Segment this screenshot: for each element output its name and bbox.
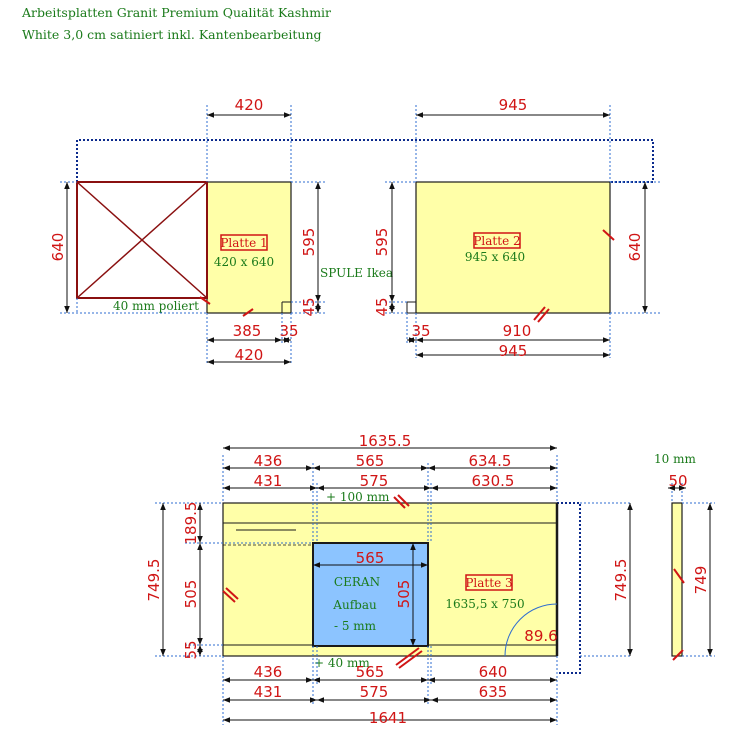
- p3-dim-bot-r1-b: 565: [356, 663, 385, 681]
- p3-dim-left-c: 55: [182, 640, 200, 659]
- platte-1-size: 420 x 640: [214, 255, 274, 269]
- p1-dim-left: 640: [49, 233, 67, 262]
- platte-3-size: 1635,5 x 750: [445, 597, 524, 611]
- cabinet-box: [76, 181, 208, 299]
- p3-dim-left-total: 749.5: [145, 559, 163, 602]
- p2-dim-bottom-b: 910: [503, 322, 532, 340]
- platte-1-title: Platte 1: [220, 236, 267, 250]
- p3-dim-top-r1-a: 436: [254, 452, 283, 470]
- p3-dim-top-r1-b: 565: [356, 452, 385, 470]
- p1-dim-right-lower: 45: [300, 297, 318, 316]
- platte-3-title-box: [465, 574, 513, 591]
- p3-dim-left-a: 189.5: [182, 502, 200, 545]
- platte-2-title-box: [473, 232, 521, 249]
- p2-dim-left-lower: 45: [373, 297, 391, 316]
- platte-3-title: Platte 3: [465, 576, 512, 590]
- p3-dim-bot-r2-c: 635: [479, 683, 508, 701]
- platte-2-title: Platte 2: [473, 234, 520, 248]
- p2-dim-bottom-a: 35: [411, 322, 430, 340]
- p3-dim-bot-r1-c: 640: [479, 663, 508, 681]
- p1-dim-bottom-a: 385: [233, 322, 262, 340]
- ceran-width: 565: [356, 549, 385, 567]
- platte-1-edge-note: 40 mm poliert: [113, 299, 199, 313]
- p2-dim-left-upper: 595: [373, 228, 391, 257]
- ceran-height: 505: [395, 580, 413, 609]
- p3-dim-bot-r1-a: 436: [254, 663, 283, 681]
- p3-dim-top-r2-a: 431: [254, 472, 283, 490]
- p3-dim-bot-r2-b: 575: [360, 683, 389, 701]
- edge-detail-label: 10 mm: [654, 452, 696, 466]
- p3-dim-top-r1-c: 634.5: [469, 452, 512, 470]
- ceran-label-1: CERAN: [334, 575, 380, 589]
- platte-1-group: Platte 1 420 x 640 40 mm poliert: [49, 96, 325, 365]
- platte-1-title-box: [220, 234, 268, 251]
- p3-dim-bottom-total: 1641: [369, 709, 407, 727]
- p1-dim-top: 420: [235, 96, 264, 114]
- p3-dim-top-r2-c: 630.5: [472, 472, 515, 490]
- drawing-title-line-1: Arbeitsplatten Granit Premium Qualität K…: [22, 5, 332, 20]
- edge-detail-group: 10 mm 50 749: [654, 452, 715, 661]
- p1-dim-right-upper: 595: [300, 228, 318, 257]
- p3-dim-bot-r2-a: 431: [254, 683, 283, 701]
- p1-dim-bottom-total: 420: [235, 346, 264, 364]
- drawing-title-line-2: White 3,0 cm satiniert inkl. Kantenbearb…: [22, 27, 322, 42]
- p3-dim-right: 749.5: [612, 559, 630, 602]
- wall-outline-right: [557, 502, 581, 674]
- p3-dim-top-r2-b: 575: [360, 472, 389, 490]
- edge-dim-height: 749: [692, 566, 710, 595]
- p2-dim-right: 640: [626, 233, 644, 262]
- platte-2-size: 945 x 640: [465, 250, 525, 264]
- platte-3-group: CERAN Aufbau - 5 mm 565 505 Platte 3 163…: [145, 432, 633, 727]
- p2-dim-top: 945: [499, 96, 528, 114]
- p3-dim-top-total: 1635.5: [359, 432, 412, 450]
- p1-dim-bottom-b: 35: [279, 322, 298, 340]
- ceran-label-2: Aufbau: [332, 598, 377, 612]
- ceran-cooktop: [312, 542, 429, 647]
- wall-outline-top: [76, 139, 654, 183]
- ceran-label-3: - 5 mm: [334, 619, 377, 633]
- sink-label: SPULE Ikea: [320, 266, 393, 280]
- p3-dim-left-b: 505: [182, 580, 200, 609]
- p2-dim-bottom-total: 945: [499, 342, 528, 360]
- edge-dim-width: 50: [668, 472, 687, 490]
- note-bottom: + 40 mm: [314, 656, 370, 670]
- platte-2-group: Platte 2 945 x 640: [373, 96, 660, 360]
- corner-radius: 89.6: [524, 627, 557, 645]
- note-top: + 100 mm: [326, 490, 390, 504]
